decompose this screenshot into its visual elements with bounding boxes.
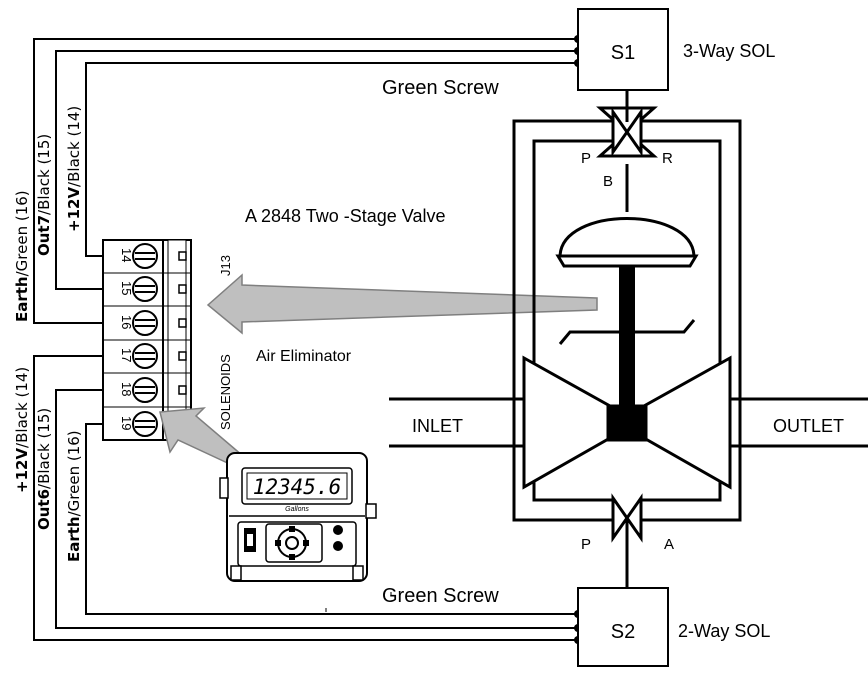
screw-icon	[132, 276, 158, 302]
two-way-valve	[611, 493, 643, 588]
meter-reading: 12345.6	[253, 475, 342, 499]
terminal-number: 17	[119, 348, 134, 362]
inlet-label: INLET	[412, 416, 463, 436]
terminal-number: 19	[119, 416, 134, 430]
terminal-14: 14	[119, 243, 187, 269]
terminal-15: 15	[119, 276, 187, 302]
terminal-number: 15	[119, 281, 134, 295]
wire-out6	[55, 389, 578, 629]
wire-label-12v-bottom: +12V/Black (14)	[13, 367, 31, 493]
three-way-valve	[596, 90, 658, 158]
meter-button	[333, 525, 343, 535]
diaphragm	[555, 164, 699, 268]
s1-label: S1	[611, 42, 635, 64]
terminal-18: 18	[119, 377, 187, 403]
valve-title: A 2848 Two -Stage Valve	[245, 206, 445, 226]
valve-stem	[619, 262, 635, 408]
port-b: B	[603, 173, 613, 190]
port-r-top: R	[662, 150, 673, 167]
arrow-valve-to-j13	[206, 273, 598, 335]
terminal-block-j13: 14 15 16 17 18 19	[102, 239, 192, 441]
wire-label-out6: Out6/Black (15)	[35, 408, 53, 530]
terminal-16: 16	[119, 310, 187, 336]
terminal-19: 19	[119, 411, 187, 437]
s2-label: S2	[611, 621, 635, 643]
meter-button	[333, 541, 343, 551]
flow-meter: 12345.6 Gallons	[219, 452, 377, 582]
three-way-sol-label: 3-Way SOL	[683, 41, 775, 61]
terminal-number: 14	[119, 248, 134, 262]
air-eliminator-label: Air Eliminator	[256, 348, 352, 365]
screw-icon	[132, 343, 158, 369]
wires-s2	[33, 355, 578, 641]
wire-label-out7: Out7/Black (15)	[35, 134, 53, 256]
wire-earth-top	[33, 38, 578, 324]
two-way-sol-label: 2-Way SOL	[678, 621, 770, 641]
wire-12v-bottom	[85, 423, 578, 615]
main-valve	[522, 355, 732, 490]
green-screw-top-label: Green Screw	[382, 77, 499, 99]
wire-label-earth-top: Earth/Green (16)	[13, 190, 31, 322]
wire-12v-top	[85, 62, 578, 257]
solenoids-label: SOLENOIDS	[218, 354, 233, 430]
pipes	[389, 397, 868, 448]
port-p-bottom: P	[581, 536, 591, 553]
meter-unit: Gallons	[285, 506, 309, 513]
wire-label-12v-top: +12V/Black (14)	[65, 106, 83, 232]
solenoid-s1	[577, 8, 669, 91]
outlet-label: OUTLET	[773, 416, 844, 436]
terminal-17: 17	[119, 343, 187, 369]
port-p-top: P	[581, 150, 591, 167]
screw-icon	[132, 243, 158, 269]
j13-label: J13	[218, 255, 233, 276]
wire-label-earth-bottom: Earth/Green (16)	[65, 430, 83, 562]
screw-icon	[132, 310, 158, 336]
green-screw-bottom-label: Green Screw	[382, 585, 499, 607]
port-a: A	[664, 536, 674, 553]
wire-earth-bottom	[33, 355, 578, 641]
wires-s1	[33, 38, 578, 324]
solenoid-s2	[577, 587, 669, 667]
screw-icon	[132, 377, 158, 403]
valve-body	[512, 119, 742, 522]
wire-out7	[55, 50, 578, 290]
terminal-number: 16	[119, 315, 134, 329]
screw-icon	[132, 411, 158, 437]
arrow-meter-to-terminal	[159, 407, 245, 467]
terminal-number: 18	[119, 382, 134, 396]
